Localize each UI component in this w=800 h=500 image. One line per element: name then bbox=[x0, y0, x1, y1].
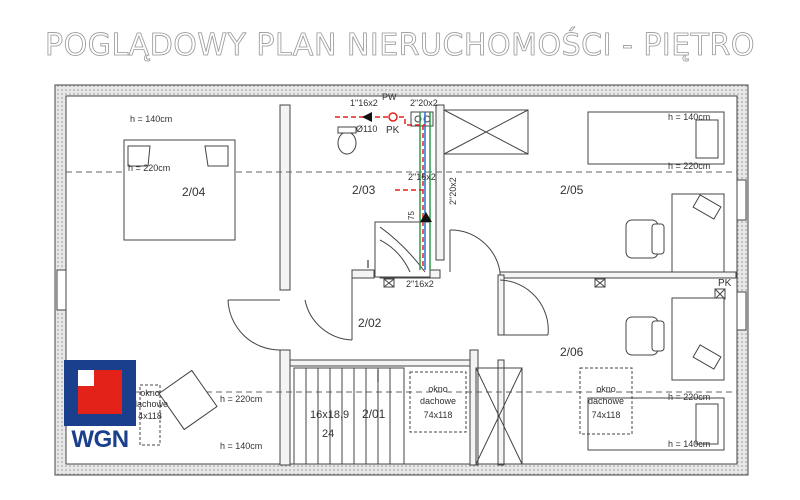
double-bed bbox=[123, 139, 236, 241]
skylight-label: 74x118 bbox=[592, 410, 621, 420]
pipe-label: PW bbox=[382, 92, 397, 102]
installation-pipes bbox=[335, 112, 432, 270]
skylight-outlines bbox=[139, 367, 633, 446]
plan-title: POGLĄDOWY PLAN NIERUCHOMOŚCI - PIĘTRO bbox=[45, 28, 755, 64]
height-label: h = 140cm bbox=[668, 112, 710, 122]
height-label: h = 140cm bbox=[668, 439, 710, 449]
desks bbox=[671, 193, 725, 381]
stair-count: 24 bbox=[322, 428, 334, 440]
door-swings bbox=[227, 229, 549, 351]
room-label-2-03: 2/03 bbox=[352, 183, 376, 197]
desk-chairs bbox=[625, 219, 665, 356]
single-beds bbox=[587, 111, 725, 451]
skylight-label: okno bbox=[140, 388, 160, 398]
bathroom-fixtures bbox=[337, 111, 434, 278]
height-label: h = 140cm bbox=[220, 441, 262, 451]
room-labels: 2/04 2/03 2/05 2/02 2/06 2/01 bbox=[182, 183, 584, 421]
height-label: h = 220cm bbox=[668, 392, 710, 402]
pipe-label: 2"20x2 bbox=[410, 98, 438, 108]
armchair bbox=[158, 369, 218, 431]
pipe-label: 75 bbox=[407, 211, 416, 220]
room-label-2-05: 2/05 bbox=[560, 183, 584, 197]
skylight-label: dachowe bbox=[420, 396, 456, 406]
shaft-boxes bbox=[383, 278, 726, 300]
height-labels: h = 140cm h = 220cm h = 140cm h = 220cm … bbox=[128, 112, 710, 451]
pipe-label: PK bbox=[386, 125, 400, 136]
room-label-2-01: 2/01 bbox=[362, 407, 386, 421]
height-label: h = 220cm bbox=[128, 163, 170, 173]
pipe-label: 1"16x2 bbox=[350, 98, 378, 108]
logo-text: WGN bbox=[71, 426, 129, 453]
skylight-label: okno bbox=[596, 384, 616, 394]
logo-mark bbox=[64, 360, 136, 426]
room-label-2-06: 2/06 bbox=[560, 345, 584, 359]
room-label-2-04: 2/04 bbox=[182, 185, 206, 199]
room-label-2-02: 2/02 bbox=[358, 316, 382, 330]
side-windows bbox=[56, 179, 747, 331]
pipe-label: PK bbox=[718, 278, 732, 289]
staircase bbox=[293, 367, 523, 465]
height-label: h = 220cm bbox=[220, 394, 262, 404]
pipe-label: 2"20x2 bbox=[448, 177, 458, 205]
height-label: h = 140cm bbox=[130, 114, 172, 124]
stair-dims: 16x18,9 bbox=[310, 409, 349, 421]
skylight-label: dachowe bbox=[588, 396, 624, 406]
skylight-label: dachowe bbox=[132, 399, 168, 409]
height-label: h = 220cm bbox=[668, 161, 710, 171]
pipe-label: 2"16x2 bbox=[406, 279, 434, 289]
skylight-label: okno bbox=[428, 384, 448, 394]
skylight-label: 74x118 bbox=[424, 410, 453, 420]
skylight-label: 4x118 bbox=[138, 411, 162, 421]
skylight-top bbox=[443, 109, 529, 155]
skylight-labels: okno dachowe 74x118 okno dachowe 74x118 … bbox=[132, 384, 624, 421]
wgn-logo: WGN bbox=[64, 360, 136, 460]
pipe-label: 2"16x2 bbox=[408, 172, 436, 182]
pipe-label: Ø110 bbox=[356, 124, 377, 134]
installation-labels: 1"16x2 PW 2"20x2 PK Ø110 2"16x2 75 2"20x… bbox=[350, 92, 732, 289]
stair-labels: 16x18,9 24 bbox=[310, 409, 349, 440]
